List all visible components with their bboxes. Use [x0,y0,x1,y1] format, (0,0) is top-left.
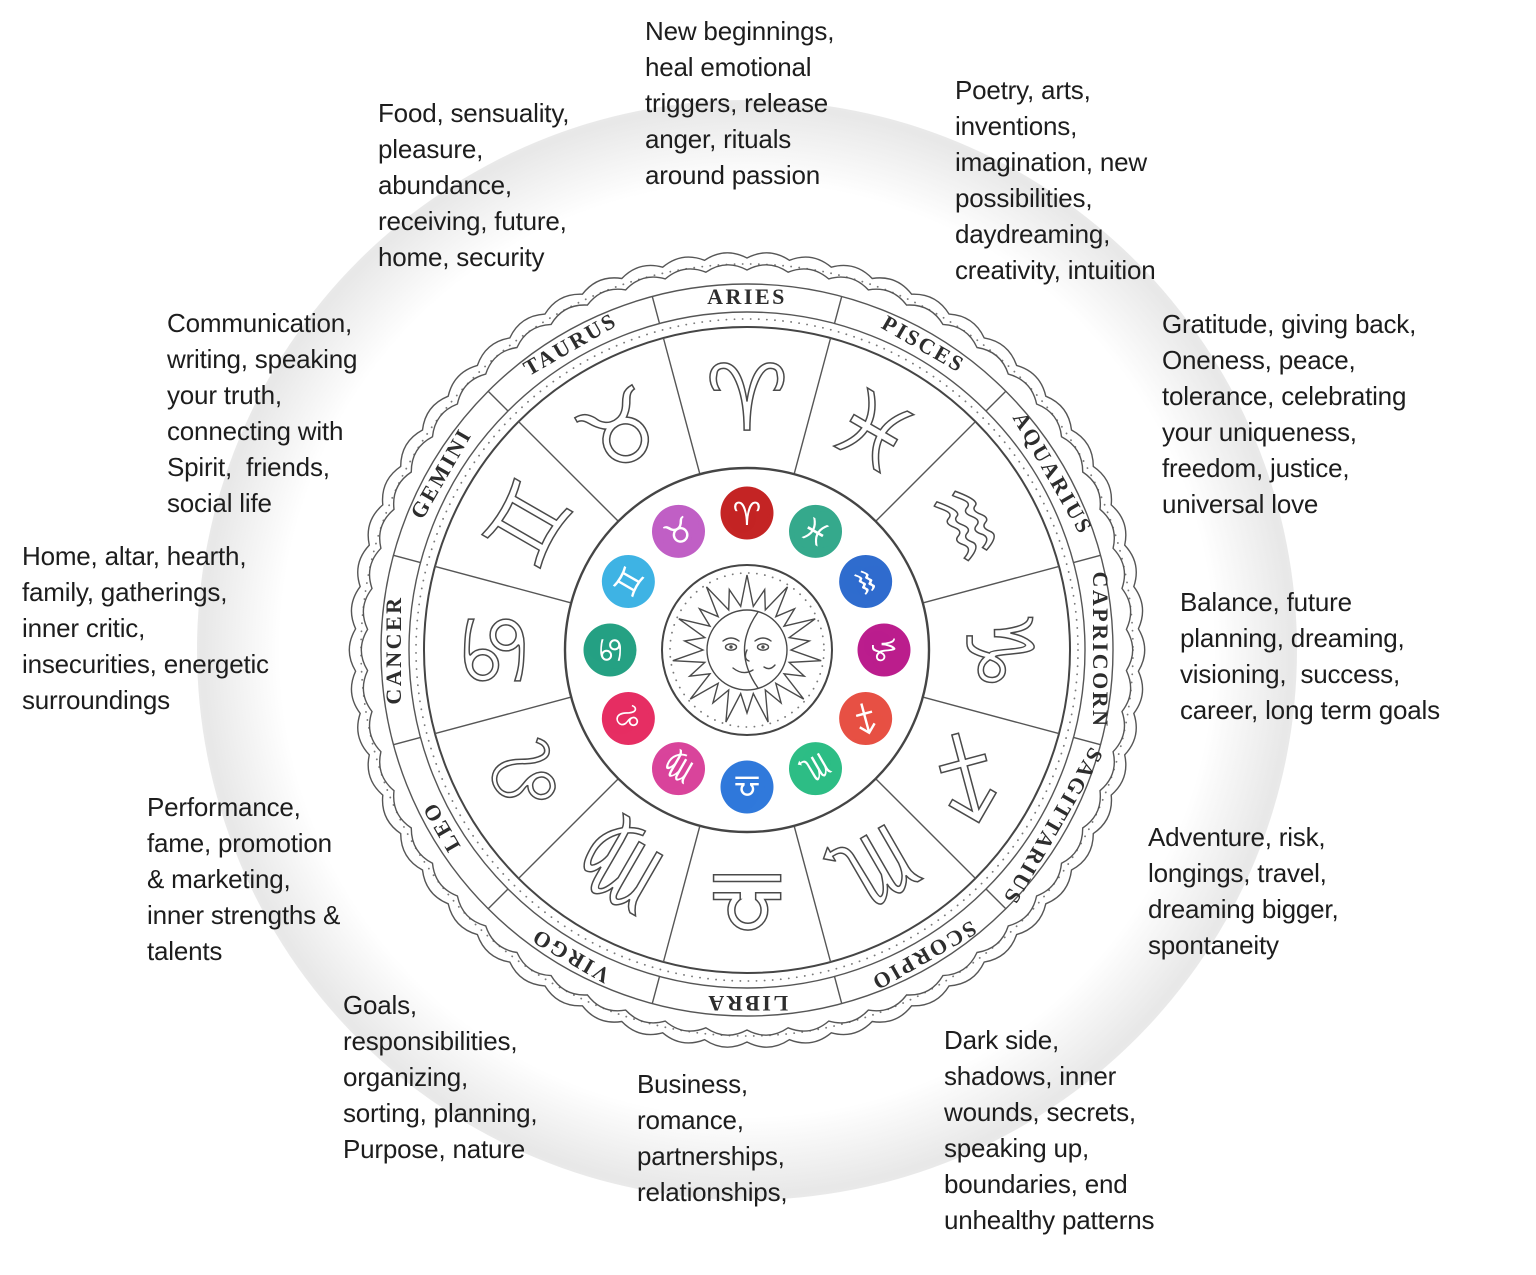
name-band-outer-circle [380,283,1114,1017]
sector-divider [518,778,619,879]
name-band-divider [393,554,421,564]
name-band-divider [393,736,421,746]
capricorn-house-description: Balance, future planning, dreaming, visi… [1180,587,1440,725]
left-pupil [729,645,733,649]
gemini-glyph-dot: ♊ [601,555,655,608]
inner-circle [563,466,931,834]
cancer-house-description: Home, altar, hearth, family, gatherings,… [22,541,269,715]
name-band-divider [833,296,843,324]
sun-rays [672,574,822,723]
name-band-divider [985,390,1007,412]
name-band-divider [833,976,843,1004]
ring-label-cancer: CANCER [381,595,406,704]
scorpio-house-description: Dark side, shadows, inner wounds, secret… [944,1025,1155,1235]
sun-smile [732,667,754,674]
sector-divider [875,421,976,522]
aries-house-description: New beginnings, heal emotional triggers,… [645,16,835,190]
sector-divider [518,421,619,522]
sector-divider [875,778,976,879]
aquarius-glyph-dot: ♒ [839,555,893,608]
capricorn-illustration-icon: ♑ [945,609,1052,691]
leo-glyph-dot: ♌ [601,692,655,745]
moon-crescent-line [743,611,759,689]
ring-label-aries: ARIES [707,284,787,309]
virgo-glyph-dot: ♍ [652,742,705,796]
taurus-house-description: Food, sensuality, pleasure, abundance, r… [378,98,570,272]
virgo-house-description: Goals, responsibilities, organizing, sor… [343,990,538,1164]
sector-divider [434,696,572,735]
leo-house-description: Performance, fame, promotion & marketing… [147,792,341,966]
right-eyebrow [754,637,772,642]
ring-label-capricorn: CAPRICORN [1088,572,1113,729]
name-band-divider [651,976,661,1004]
gemini-house-description: Communication, writing, speaking your tr… [167,308,358,518]
left-eye [724,643,738,651]
sector-divider [662,337,701,475]
left-eyebrow [722,637,740,642]
name-band-inner-circle [408,311,1086,989]
sun-moon-face-icon [661,564,833,736]
zodiac-wheel: ARIES♈TAURUS♉GEMINI♊CANCER♋LEO♌VIRGO♍LIB… [347,250,1147,1050]
outer-scalloped-border [348,252,1146,1048]
pisces-house-description: Poetry, arts, inventions, imagination, n… [955,75,1156,285]
name-band-divider [651,296,661,324]
sector-divider [434,565,572,604]
sector-divider [662,825,701,963]
right-pupil [761,645,765,649]
moon-smile [763,664,776,670]
aries-illustration-icon: ♈ [706,345,788,452]
cancer-glyph: ♋ [592,636,630,665]
inner-scalloped-border [360,264,1134,1036]
capricorn-glyph-dot: ♑ [857,623,911,677]
name-band-divider [1073,554,1101,564]
libra-house-description: Business, romance, partnerships, relatio… [637,1069,788,1207]
face-circle [706,609,788,691]
cancer-illustration-icon: ♋ [442,609,549,691]
band-dotted-ring [415,318,1079,982]
sector-divider [793,825,832,963]
sector-divider [922,565,1060,604]
sector-divider [793,337,832,475]
capricorn-glyph: ♑ [864,636,902,665]
scorpio-glyph-dot: ♏ [789,742,842,796]
taurus-glyph-dot: ♉ [652,504,705,558]
ring-label-libra: LIBRA [706,991,788,1016]
name-band-divider [1073,736,1101,746]
name-band-divider [487,390,509,412]
sagittarius-glyph-dot: ♐ [839,692,893,745]
aries-glyph: ♈ [733,495,762,533]
sector-ring-outer-circle [423,326,1071,974]
aries-glyph-dot: ♈ [720,486,774,540]
aquarius-house-description: Gratitude, giving back, Oneness, peace, … [1162,309,1417,519]
nose [744,649,750,662]
cancer-glyph-dot: ♋ [583,623,637,677]
name-band-divider [487,888,509,910]
pisces-glyph-dot: ♓ [789,504,842,558]
libra-glyph-dot: ♎ [720,760,774,814]
name-band-divider [985,888,1007,910]
libra-glyph: ♎ [733,767,762,805]
right-eye [756,643,770,651]
sagittarius-house-description: Adventure, risk, longings, travel, dream… [1148,822,1339,960]
libra-illustration-icon: ♎ [706,848,788,955]
sector-divider [922,696,1060,735]
